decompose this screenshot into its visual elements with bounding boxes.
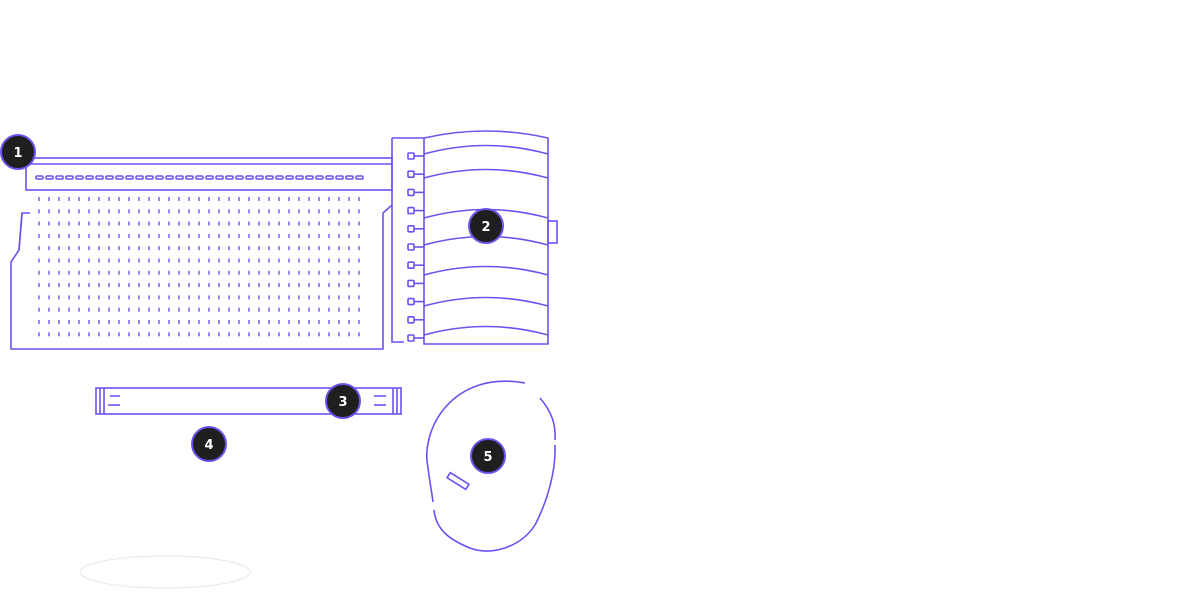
tray-slot-row <box>35 175 364 180</box>
tray-slot <box>75 175 84 180</box>
tray-slot <box>175 175 184 180</box>
tray-slot <box>235 175 244 180</box>
tray-illustration <box>10 157 393 350</box>
tray-slot <box>105 175 114 180</box>
ruler-illustration <box>95 387 402 415</box>
mouse-outline-upper <box>426 380 526 503</box>
faint-shadow <box>79 555 251 589</box>
marker-1-label: 1 <box>13 146 22 161</box>
tray-slot <box>85 175 94 180</box>
notebook-ring <box>407 170 415 178</box>
tray-slot <box>245 175 254 180</box>
tray-slot <box>165 175 174 180</box>
notebook-ring <box>407 188 415 197</box>
tray-slot <box>345 175 354 180</box>
notebook-ring <box>407 152 415 160</box>
tray-slot <box>255 175 264 180</box>
tray-slot <box>65 175 74 180</box>
notebook-ring <box>407 279 415 288</box>
tray-top-bar <box>25 157 393 191</box>
tray-slot <box>315 175 324 180</box>
notebook-ring <box>407 315 415 324</box>
notebook-page-line <box>423 325 549 336</box>
tray-body <box>10 204 393 350</box>
mouse-outline-lower <box>433 444 556 552</box>
marker-5[interactable]: 5 <box>470 438 506 474</box>
ruler-body <box>95 387 402 415</box>
tray-slot <box>215 175 224 180</box>
marker-3[interactable]: 3 <box>325 383 361 419</box>
tray-slot <box>155 175 164 180</box>
marker-5-label: 5 <box>483 450 492 465</box>
mouse-button <box>445 471 471 491</box>
tray-slot <box>35 175 44 180</box>
notebook-page-line <box>423 144 549 155</box>
tray-dot-grid <box>38 197 360 337</box>
tray-slot <box>335 175 344 180</box>
tray-slot <box>275 175 284 180</box>
notebook-ring <box>407 334 415 342</box>
tray-slot <box>195 175 204 180</box>
tray-slot <box>145 175 154 180</box>
tray-slot <box>205 175 214 180</box>
notebook-page-line <box>423 296 549 307</box>
notebook-cover <box>392 130 549 345</box>
tray-slot <box>265 175 274 180</box>
notebook-back <box>391 138 404 343</box>
tray-slot <box>225 175 234 180</box>
tray-slot <box>355 175 364 180</box>
notebook-page-line <box>423 168 549 179</box>
notebook-ring <box>407 206 415 215</box>
tray-slot <box>305 175 314 180</box>
marker-2[interactable]: 2 <box>468 208 504 244</box>
tray-slot <box>325 175 334 180</box>
tray-slot <box>115 175 124 180</box>
tray-slot <box>45 175 54 180</box>
tray-slot <box>185 175 194 180</box>
tray-slot <box>55 175 64 180</box>
notebook-ring <box>407 261 415 270</box>
notebook-ring <box>407 243 415 251</box>
marker-4[interactable]: 4 <box>191 426 227 462</box>
notebook-page-line <box>423 265 549 276</box>
notebook-ring <box>407 297 415 306</box>
tray-corner <box>18 212 23 251</box>
marker-3-label: 3 <box>338 395 347 410</box>
notebook-ring <box>407 225 415 233</box>
tray-slot <box>295 175 304 180</box>
tray-slot <box>95 175 104 180</box>
tray-slot <box>285 175 294 180</box>
marker-2-label: 2 <box>481 220 490 235</box>
mouse-outline-right <box>539 397 556 441</box>
marker-1[interactable]: 1 <box>0 134 36 170</box>
notebook-spiral <box>407 152 424 342</box>
tray-slot <box>135 175 144 180</box>
notebook-tab <box>547 220 558 244</box>
tray-slot <box>125 175 134 180</box>
mouse-illustration <box>426 380 556 552</box>
marker-4-label: 4 <box>204 438 213 453</box>
